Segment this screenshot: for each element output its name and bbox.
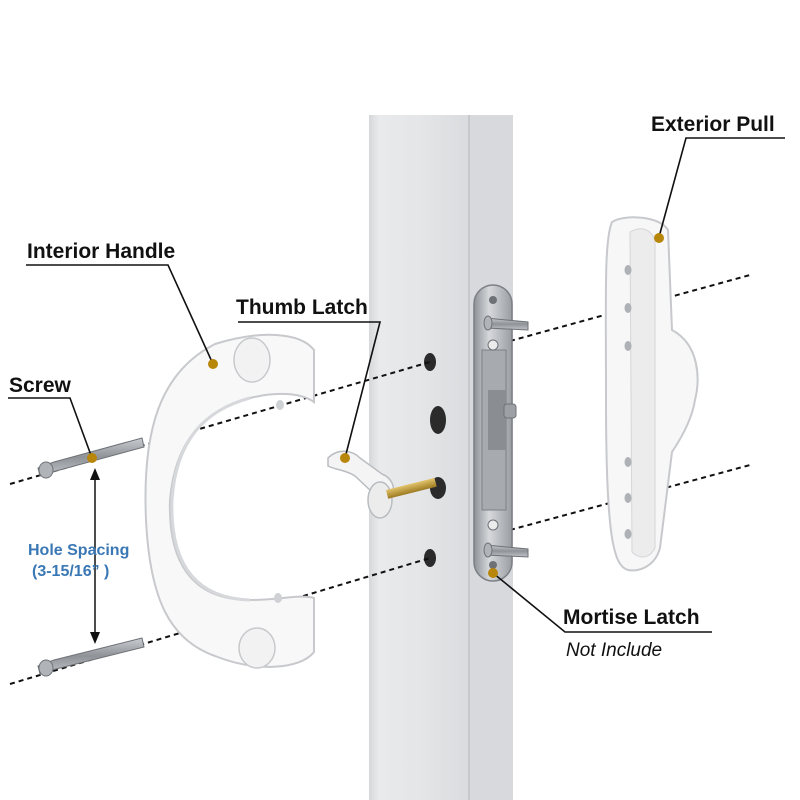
mortise-screw-bottom (483, 542, 529, 558)
marker-thumb-latch (340, 453, 350, 463)
screw-bottom (37, 637, 145, 677)
label-mortise-note: Not Include (566, 640, 662, 661)
mortise-latch (473, 284, 517, 582)
marker-interior-handle (208, 359, 218, 369)
label-screw: Screw (9, 374, 72, 397)
label-hole-spacing-value: (3-15/16” ) (32, 563, 109, 580)
marker-dots (87, 233, 664, 578)
label-thumb-latch: Thumb Latch (236, 296, 368, 319)
label-exterior-pull: Exterior Pull (651, 113, 775, 136)
door-holes (424, 353, 446, 567)
exterior-pull (604, 216, 699, 572)
interior-handle (144, 333, 315, 669)
label-hole-spacing: Hole Spacing (28, 542, 129, 559)
marker-mortise-latch (488, 568, 498, 578)
leader-lines (8, 137, 785, 633)
marker-screw (87, 453, 97, 463)
label-interior-handle: Interior Handle (27, 240, 175, 263)
label-mortise-latch: Mortise Latch (563, 606, 700, 629)
marker-exterior-pull (654, 233, 664, 243)
mortise-screw-top (483, 315, 529, 331)
hole-spacing-arrow (90, 468, 100, 644)
